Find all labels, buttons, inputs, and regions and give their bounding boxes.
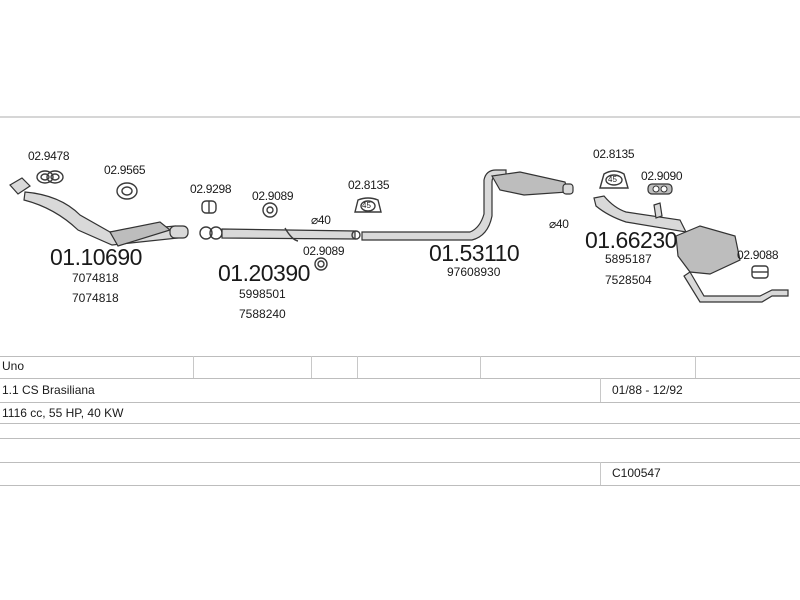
table-column-divider — [357, 356, 358, 378]
ring-029089b-icon — [314, 257, 328, 271]
ring-029089a-icon — [262, 202, 278, 218]
assembly-number-2: 01.20390 — [218, 260, 310, 286]
part-label-029090: 02.9090 — [641, 169, 683, 183]
part-label-029565: 02.9565 — [104, 163, 146, 177]
table-column-divider — [695, 356, 696, 378]
assembly-ref-4b: 7528504 — [605, 273, 652, 287]
clamp-size-b: 45 — [608, 175, 617, 184]
table-divider — [0, 423, 800, 424]
front-pipe-011069-icon — [9, 177, 189, 247]
mid-pipe-012039-icon — [199, 226, 361, 242]
table-divider — [0, 438, 800, 439]
clamp-029088-icon — [751, 265, 769, 279]
part-label-029089b: 02.9089 — [303, 244, 345, 258]
gasket-029478-icon — [36, 170, 64, 184]
part-label-028135a: 02.8135 — [348, 178, 390, 192]
clamp-size-a: 45 — [362, 201, 371, 210]
table-column-divider — [311, 356, 312, 378]
table-divider — [0, 485, 800, 486]
ring-029565-icon — [116, 182, 138, 200]
code-cell: C100547 — [612, 466, 661, 480]
rear-pipe-015311-icon — [361, 169, 574, 241]
table-column-divider — [480, 356, 481, 378]
model-cell: Uno — [2, 359, 25, 373]
part-label-029298: 02.9298 — [190, 182, 232, 196]
tail-section-016623-icon — [593, 195, 789, 303]
diameter-label-a: ⌀40 — [311, 213, 331, 227]
part-label-029088: 02.9088 — [737, 248, 779, 262]
assembly-ref-3a: 97608930 — [447, 265, 501, 279]
diameter-label-b: ⌀40 — [549, 217, 569, 231]
assembly-number-1: 01.10690 — [50, 244, 142, 270]
clamp-029298-icon — [201, 200, 217, 214]
assembly-ref-2b: 7588240 — [239, 307, 286, 321]
variant-cell: 1.1 CS Brasiliana — [2, 383, 95, 397]
dates-cell: 01/88 - 12/92 — [612, 383, 683, 397]
hanger-029090-icon — [647, 183, 673, 195]
clamp-028135a-icon — [354, 197, 382, 213]
part-label-029478: 02.9478 — [28, 149, 70, 163]
table-divider — [0, 356, 800, 357]
table-column-divider — [600, 462, 601, 485]
clamp-028135b-icon — [599, 170, 629, 189]
engine-cell: 1116 cc, 55 HP, 40 KW — [2, 406, 124, 420]
assembly-number-4: 01.66230 — [585, 227, 677, 253]
part-label-029089a: 02.9089 — [252, 189, 294, 203]
part-label-028135b: 02.8135 — [593, 147, 635, 161]
table-divider — [0, 378, 800, 379]
table-column-divider — [600, 378, 601, 402]
assembly-ref-2a: 5998501 — [239, 287, 286, 301]
assembly-ref-1a: 7074818 — [72, 271, 119, 285]
table-column-divider — [193, 356, 194, 378]
table-divider — [0, 462, 800, 463]
assembly-ref-4a: 5895187 — [605, 252, 652, 266]
table-divider — [0, 402, 800, 403]
assembly-number-3: 01.53110 — [429, 240, 520, 266]
assembly-ref-1b: 7074818 — [72, 291, 119, 305]
